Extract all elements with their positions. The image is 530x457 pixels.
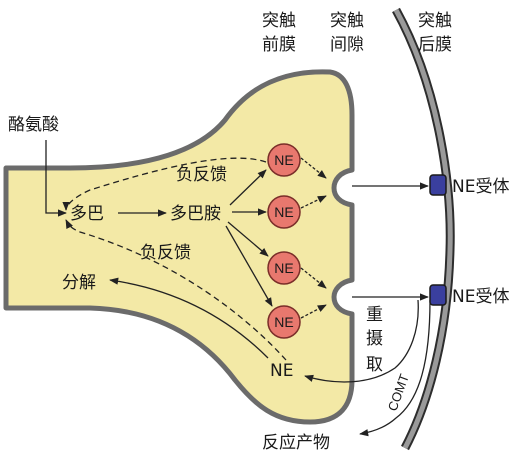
vesicle-label: NE <box>274 152 293 168</box>
receptor-label-top: NE受体 <box>452 177 509 197</box>
presynaptic-label-line2: 前膜 <box>262 35 296 55</box>
postsynaptic-label-line1: 突触 <box>418 11 452 31</box>
comt-label: COMT <box>385 372 412 413</box>
dopamine-label: 多巴胺 <box>170 204 221 224</box>
receptor-label-bottom: NE受体 <box>452 287 509 307</box>
postsynaptic-label-line2: 后膜 <box>418 35 452 55</box>
decomposition-label: 分解 <box>62 273 96 293</box>
vesicle-3: NE <box>268 252 300 284</box>
ne-receptor-top <box>430 175 446 195</box>
vesicle-label: NE <box>274 260 293 276</box>
ne-receptor-bottom <box>430 285 446 305</box>
vesicle-2: NE <box>268 196 300 228</box>
cleft-label-line2: 间隙 <box>330 35 364 55</box>
dopa-label: 多巴 <box>70 204 104 224</box>
presynaptic-label-line1: 突触 <box>262 11 296 31</box>
vesicle-1: NE <box>268 144 300 176</box>
vesicle-4: NE <box>268 306 300 338</box>
tyrosine-label: 酪氨酸 <box>8 115 59 135</box>
vesicle-label: NE <box>274 204 293 220</box>
reaction-product-label: 反应产物 <box>262 433 330 453</box>
negative-feedback-label-bottom: 负反馈 <box>140 243 191 263</box>
reuptake-label-3: 取 <box>366 355 383 375</box>
reuptake-label-2: 摄 <box>366 329 383 349</box>
ne-free-label: NE <box>270 361 293 381</box>
cleft-label-line1: 突触 <box>330 11 364 31</box>
vesicle-label: NE <box>274 314 293 330</box>
reuptake-label-1: 重 <box>366 305 383 325</box>
negative-feedback-label-top: 负反馈 <box>176 165 227 185</box>
